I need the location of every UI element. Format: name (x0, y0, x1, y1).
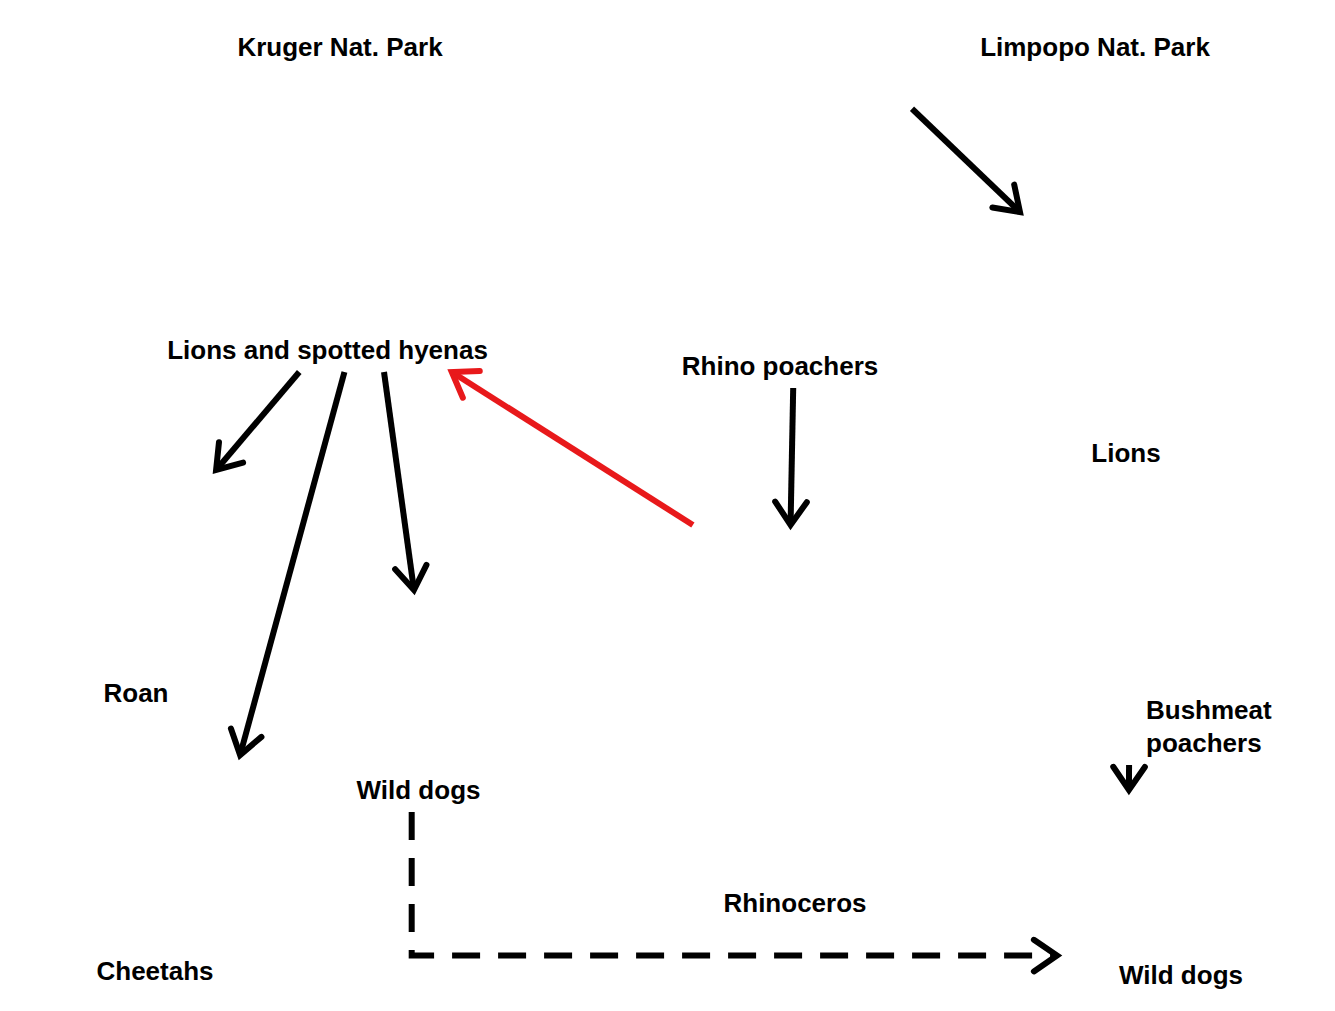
arrow-head (395, 565, 426, 590)
poachers-photo (648, 30, 913, 342)
connector-line (240, 372, 344, 755)
park-region: Limpopo Nat. ParkLionsBushmeat poachersW… (715, 15, 1320, 1000)
connector-line (412, 812, 1057, 956)
connector-line (791, 388, 794, 525)
lion-photo (45, 107, 373, 319)
wild-dog-photo (305, 590, 532, 768)
region-heading: Kruger Nat. Park (20, 31, 660, 64)
photo-node: Lions and spotted hyenas (45, 105, 610, 372)
connector-line (384, 372, 414, 590)
photo-node: Rhino poachers (648, 30, 912, 388)
region-outline (715, 15, 1320, 1000)
connector-line (216, 372, 299, 470)
park-region: Kruger Nat. ParkLions and spotted hyenas… (20, 15, 940, 1000)
lion-photo (955, 212, 1297, 427)
arrow-head (231, 729, 262, 755)
roan-photo (47, 470, 225, 670)
connector-arrow (775, 388, 807, 525)
photo-node: Wild dogs (1057, 790, 1305, 997)
arrow-head (216, 442, 243, 470)
photo-node: Rhinoceros (573, 525, 1017, 925)
connector-arrow (452, 371, 693, 525)
connector-arrow (231, 372, 345, 755)
photo-node: Wild dogs (305, 590, 532, 812)
bushmeat-poacher-photo (1078, 497, 1296, 680)
region-fill (720, 15, 1320, 1000)
arrow-head (1034, 940, 1057, 972)
connector-line (912, 109, 1020, 212)
cheetah-photo (40, 755, 270, 948)
arrow-head (992, 185, 1020, 212)
node-label: Roan (104, 677, 169, 710)
connector-arrow (1113, 765, 1145, 790)
photo-node: Roan (47, 470, 225, 715)
arrow-head (1113, 767, 1145, 790)
connector-arrow (384, 372, 426, 590)
wild-dog-photo (1057, 790, 1305, 955)
node-label: Lions and spotted hyenas (167, 334, 488, 367)
node-label: Rhinoceros (723, 887, 866, 920)
hyena-photo (385, 145, 610, 320)
node-label: Wild dogs (357, 774, 481, 807)
connector-line (452, 372, 693, 525)
photo-node: Bushmeat poachers (1078, 497, 1300, 765)
arrow-head (775, 502, 807, 525)
region-fill (20, 15, 935, 1000)
connector-arrow (912, 109, 1020, 212)
connector-arrow (216, 372, 299, 470)
node-label: Bushmeat poachers (1146, 694, 1296, 759)
region-heading: Limpopo Nat. Park (870, 31, 1320, 64)
node-label: Cheetahs (96, 955, 213, 988)
rhino-photo (573, 525, 1017, 878)
region-outline (20, 15, 940, 1000)
photo-node: Cheetahs (40, 755, 270, 993)
photo-node: Lions (955, 212, 1297, 475)
node-label: Lions (1091, 437, 1160, 470)
node-label: Rhino poachers (682, 350, 878, 383)
connector-arrow (412, 812, 1057, 971)
node-label: Wild dogs (1119, 959, 1243, 992)
arrow-head (452, 371, 480, 398)
